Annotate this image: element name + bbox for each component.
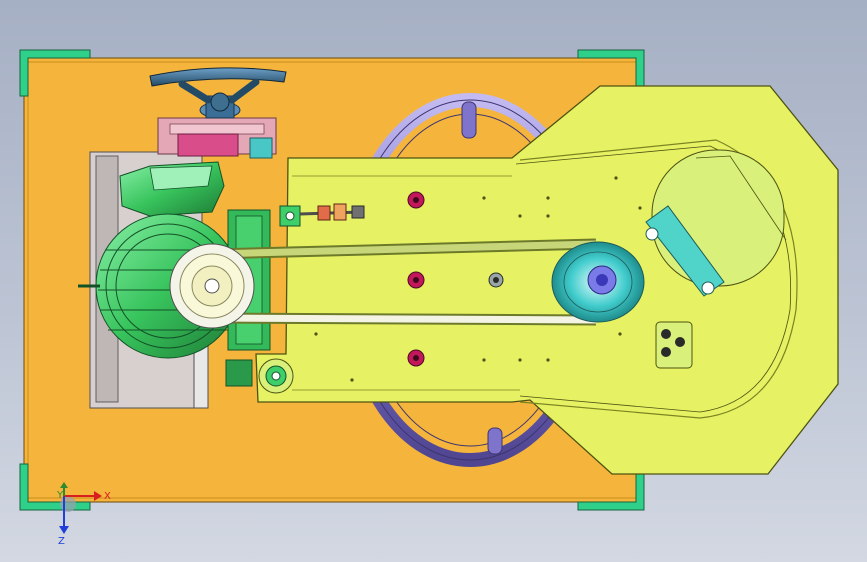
corner-pad-top-left: [19, 49, 91, 97]
z-axis-label: Z: [58, 536, 65, 547]
port-block[interactable]: [655, 321, 693, 369]
axis-triad: X Y Z: [56, 482, 111, 547]
mounting-hole-bottom: [407, 349, 425, 367]
tension-bolt[interactable]: [279, 203, 365, 227]
corner-pad-bottom-left: [19, 463, 91, 511]
drive-belt: [211, 238, 597, 326]
mounting-hole-middle: [407, 271, 425, 289]
y-axis-label: Y: [56, 490, 64, 501]
handwheel[interactable]: [149, 67, 287, 112]
driven-pulley[interactable]: [551, 241, 645, 323]
idler-roller[interactable]: [258, 358, 294, 394]
motor-pulley[interactable]: [169, 243, 255, 329]
wheel-spoke-bottom: [487, 427, 503, 455]
mounting-hole-top: [407, 191, 425, 209]
wheel-spoke-top: [461, 101, 477, 139]
center-bolt: [488, 272, 504, 288]
tension-arm[interactable]: [645, 205, 725, 297]
handwheel-assembly[interactable]: [149, 67, 287, 159]
guard-screws: [314, 176, 642, 382]
x-axis-label: X: [104, 491, 111, 502]
mounting-holes: [407, 191, 504, 367]
